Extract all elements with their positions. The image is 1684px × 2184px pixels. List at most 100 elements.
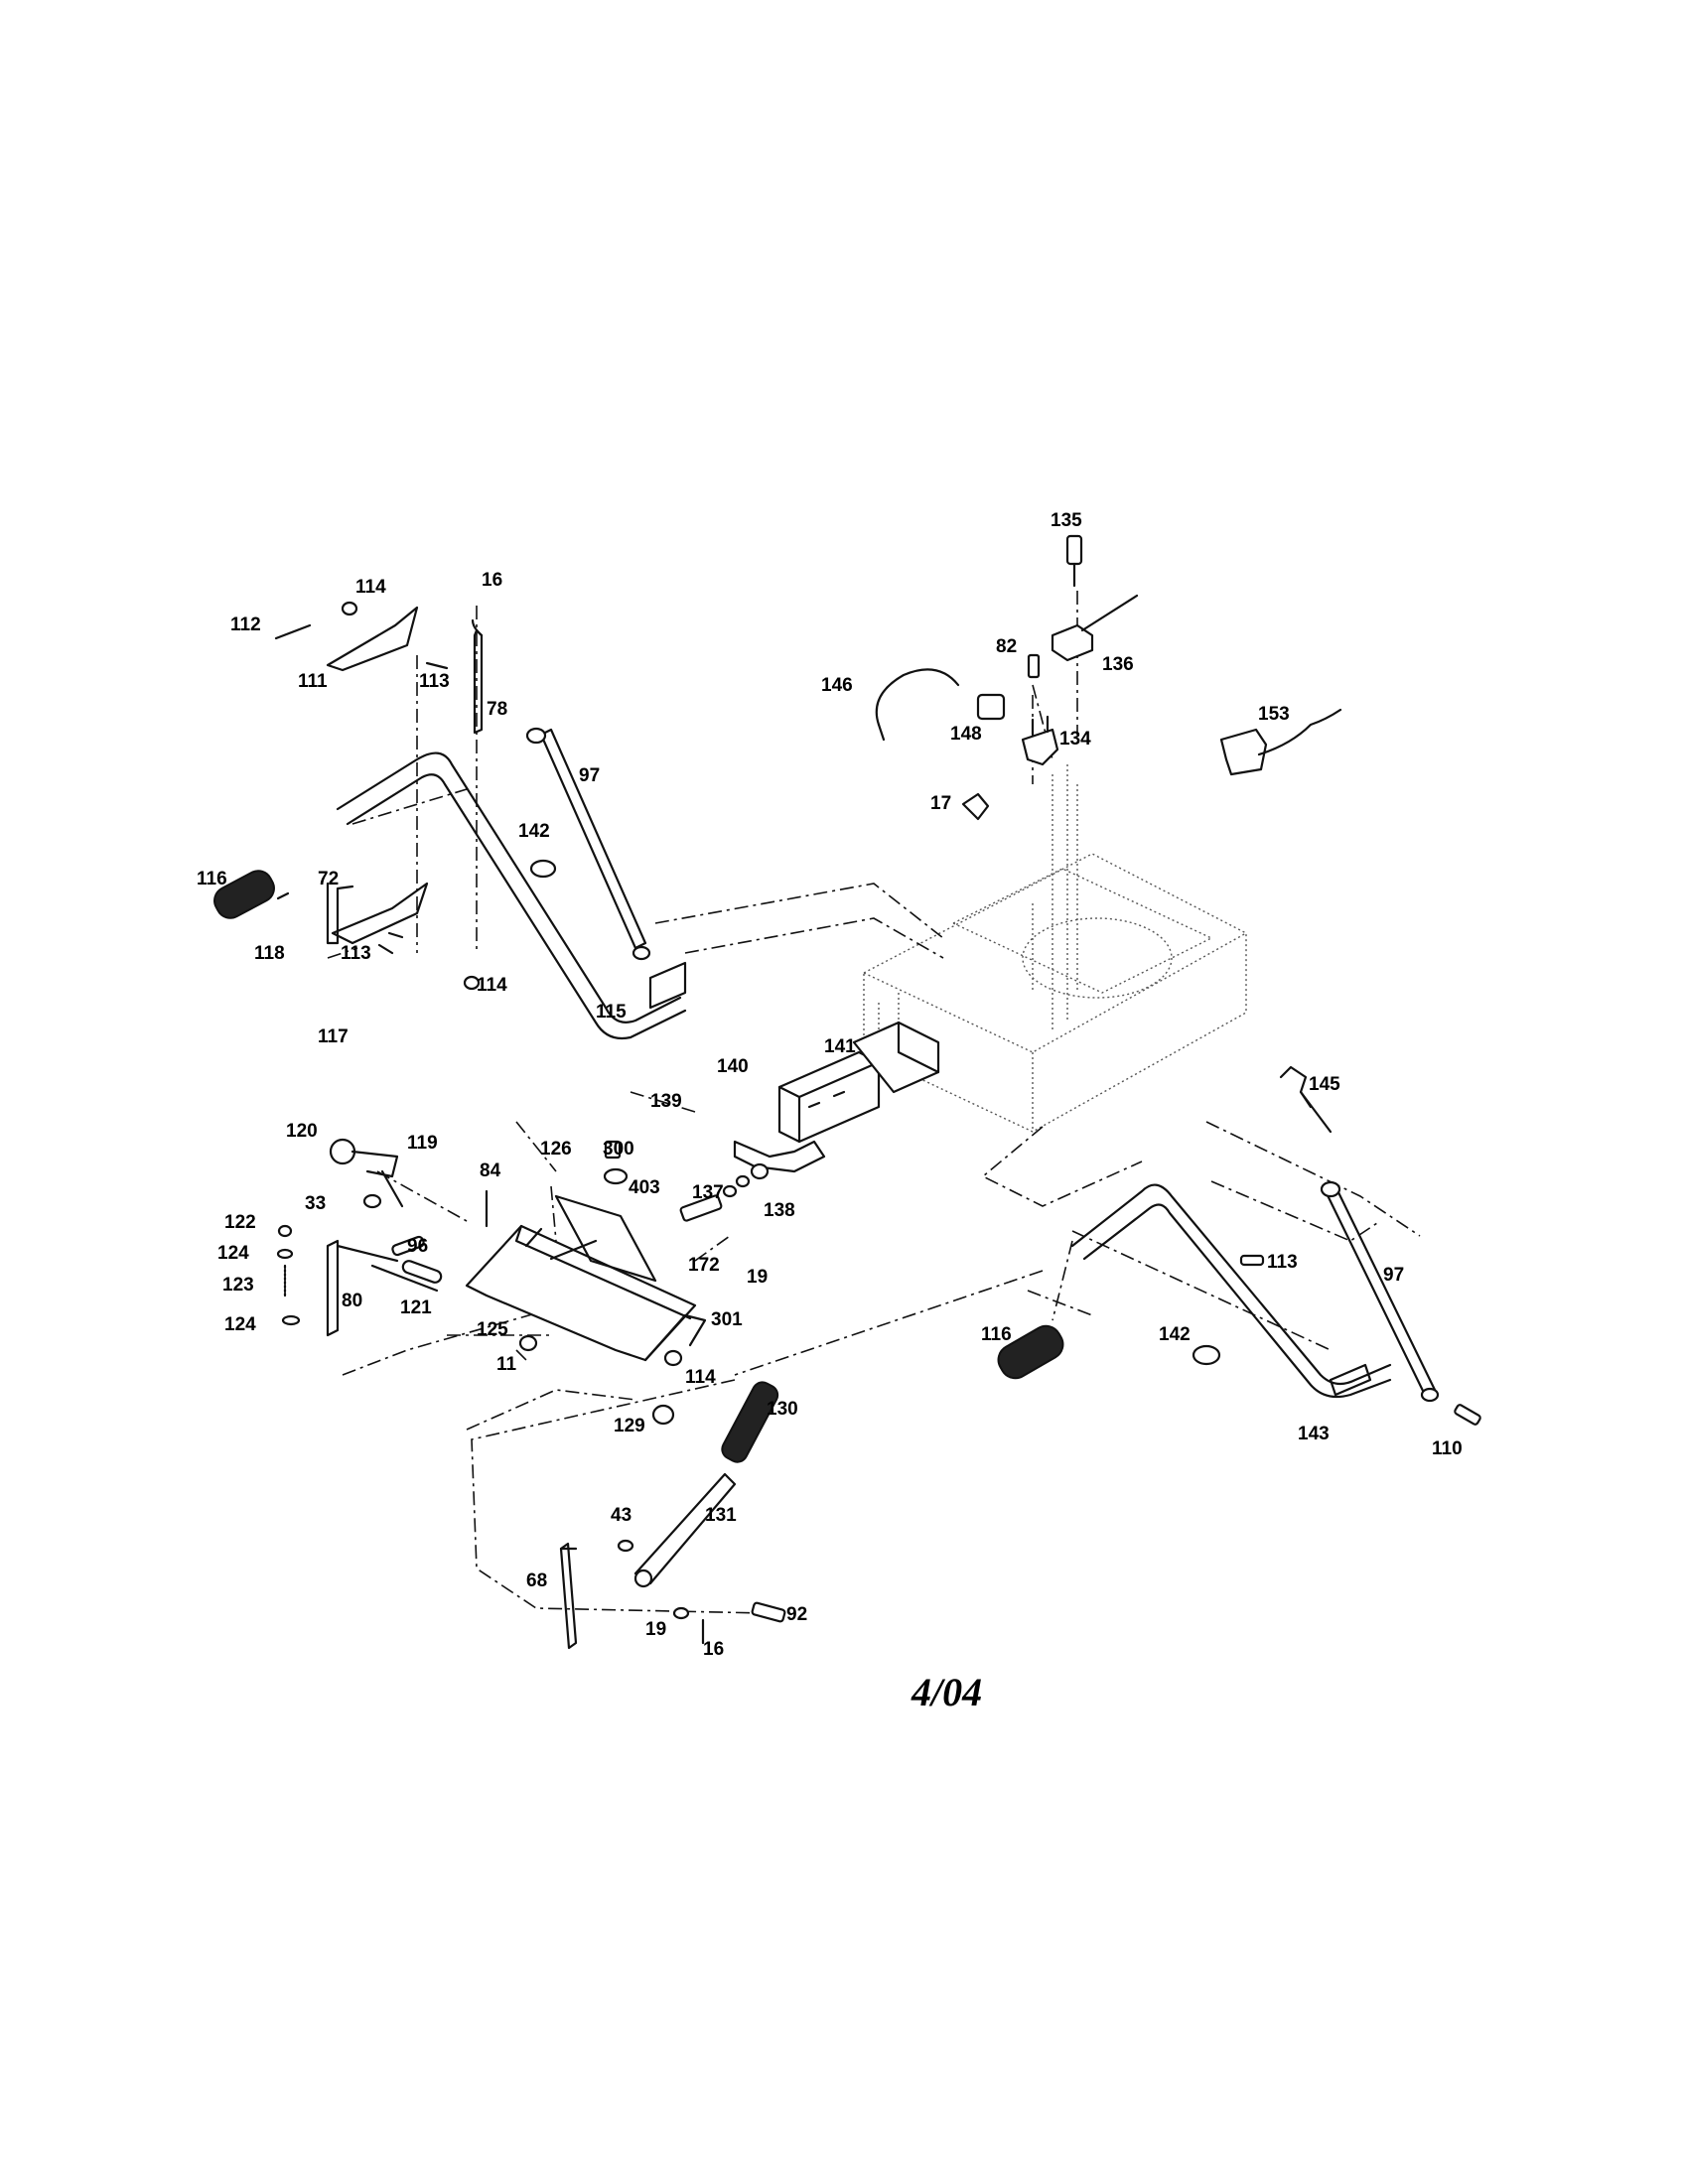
- callout-label: 141: [824, 1036, 856, 1057]
- callout-label: 119: [407, 1133, 438, 1154]
- left-rod-97: [539, 728, 647, 950]
- callout-label: 16: [703, 1639, 724, 1660]
- callout-label: 131: [705, 1505, 737, 1526]
- callout-label: 111: [298, 671, 328, 692]
- clamp-17: [961, 792, 990, 821]
- clip-148: [976, 693, 1006, 721]
- callout-label: 114: [355, 577, 386, 598]
- leader-lines: [327, 591, 1421, 1614]
- knob-120: [329, 1138, 356, 1165]
- callout-label: 113: [1267, 1252, 1298, 1273]
- callout-label: 113: [419, 671, 450, 692]
- callout-label: 145: [1309, 1074, 1340, 1095]
- relay-136: [1051, 623, 1094, 662]
- callout-label: 146: [821, 675, 853, 696]
- callout-label: 11: [496, 1354, 517, 1375]
- callout-label: 97: [579, 765, 600, 786]
- callout-label: 115: [596, 1002, 627, 1023]
- callout-label: 68: [526, 1570, 547, 1591]
- callout-label: 301: [711, 1309, 743, 1330]
- left-upper-grip: [213, 870, 275, 919]
- right-handle-assembly: [997, 1065, 1481, 1426]
- bolt-92: [751, 1601, 786, 1623]
- lower-lever-assembly: [559, 1381, 786, 1650]
- plate-126: [554, 1194, 657, 1283]
- callout-label: 92: [786, 1604, 807, 1625]
- callout-label: 134: [1059, 729, 1091, 750]
- callout-label: 80: [342, 1291, 362, 1311]
- callout-label: 137: [692, 1182, 724, 1203]
- callout-label: 129: [614, 1416, 645, 1436]
- bushing-142-right: [1192, 1344, 1221, 1366]
- callout-label: 153: [1258, 704, 1290, 725]
- solenoid-134: [1021, 728, 1059, 766]
- handle-121: [401, 1260, 443, 1284]
- right-rod-97: [1324, 1184, 1437, 1397]
- callout-label: 142: [518, 821, 550, 842]
- battery-assembly: [733, 1021, 940, 1173]
- electrical-parts: [875, 534, 1342, 821]
- bushing-142-upper: [529, 859, 557, 879]
- callout-label: 72: [318, 869, 339, 889]
- battery-140: [777, 1050, 881, 1144]
- bolt-172: [679, 1194, 723, 1222]
- callout-label: 142: [1159, 1324, 1191, 1345]
- callout-label: 97: [1383, 1265, 1404, 1286]
- callout-label: 78: [487, 699, 507, 720]
- callout-label: 148: [950, 724, 982, 745]
- callout-label: 118: [254, 943, 285, 964]
- grip-130: [721, 1381, 779, 1463]
- callout-label: 33: [305, 1193, 326, 1214]
- callout-label: 126: [540, 1139, 572, 1160]
- callout-label: 96: [407, 1236, 428, 1257]
- callout-label: 130: [767, 1399, 798, 1420]
- bolt-135: [1065, 534, 1083, 566]
- engine-frame-housing: [863, 764, 1247, 1133]
- callout-label: 124: [224, 1314, 256, 1335]
- control-plate-assembly: [276, 1138, 770, 1426]
- rod-68: [559, 1542, 578, 1650]
- left-handle-assembly: [213, 601, 687, 1040]
- callout-label: 123: [222, 1275, 254, 1296]
- callout-label: 16: [482, 570, 502, 591]
- callout-label: 117: [318, 1026, 349, 1047]
- callout-label: 17: [930, 793, 951, 814]
- lever-111: [326, 606, 419, 672]
- callout-label: 19: [645, 1619, 666, 1640]
- callout-label: 172: [688, 1255, 720, 1276]
- callout-label: 300: [603, 1139, 634, 1160]
- callout-label: 19: [747, 1267, 768, 1288]
- callout-label: 120: [286, 1121, 318, 1142]
- callout-label: 113: [341, 943, 371, 964]
- callout-label: 136: [1102, 654, 1134, 675]
- callout-label: 140: [717, 1056, 749, 1077]
- callout-label: 116: [981, 1324, 1012, 1345]
- bolt-300: [604, 1140, 622, 1160]
- callout-label: 135: [1051, 510, 1082, 531]
- callout-label: 138: [764, 1200, 795, 1221]
- callout-label: 110: [1432, 1438, 1463, 1459]
- callout-label: 43: [611, 1505, 632, 1526]
- callout-label: 84: [480, 1160, 501, 1181]
- charger-153: [1219, 728, 1268, 776]
- callout-label: 82: [996, 636, 1017, 657]
- callout-label: 403: [629, 1177, 660, 1198]
- rod-131: [633, 1472, 737, 1585]
- callout-label: 114: [685, 1367, 716, 1388]
- right-grip-116: [997, 1324, 1064, 1380]
- callout-label: 143: [1298, 1424, 1330, 1444]
- cover-141: [852, 1021, 940, 1094]
- lever-117: [331, 882, 429, 945]
- screw-82: [1027, 653, 1041, 679]
- callout-label: 139: [650, 1091, 682, 1112]
- callout-labels: 135 136 82 146 148 134 153 17 114 16 112…: [197, 510, 1463, 1660]
- callout-label: 122: [224, 1212, 256, 1233]
- date-stamp: 4/04: [911, 1670, 982, 1714]
- callout-label: 124: [217, 1243, 249, 1264]
- callout-label: 125: [477, 1319, 508, 1340]
- callout-label: 114: [477, 975, 507, 996]
- callout-label: 112: [230, 614, 261, 635]
- callout-label: 116: [197, 869, 227, 889]
- callout-label: 121: [400, 1297, 432, 1318]
